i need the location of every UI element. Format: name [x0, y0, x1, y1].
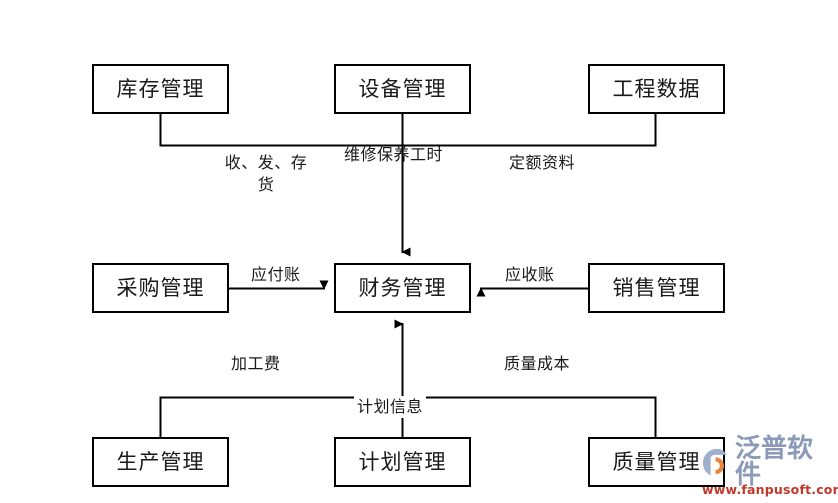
node-engineering-data[interactable]: 工程数据	[588, 64, 725, 114]
watermark-url: www.fanpusoft.com	[702, 482, 838, 497]
top-bus-line	[159, 113, 657, 147]
node-label: 设备管理	[358, 76, 447, 101]
edge-label-planning-to-finance: 计划信息	[354, 396, 427, 418]
node-purchase-management[interactable]: 采购管理	[92, 263, 229, 313]
node-quality-management[interactable]: 质量管理	[588, 437, 725, 487]
node-planning-management[interactable]: 计划管理	[334, 437, 471, 487]
node-label: 采购管理	[116, 275, 205, 300]
edge-label-engineering-to-finance: 定额资料	[509, 153, 576, 172]
node-finance-management[interactable]: 财务管理	[334, 263, 471, 313]
edge-label-quality-to-finance: 质量成本	[504, 354, 571, 373]
edge-label-sales-to-finance: 应收账	[505, 265, 555, 284]
edge-label-inventory-to-finance: 收、发、存货	[224, 153, 308, 194]
node-label: 工程数据	[612, 76, 701, 101]
edge-label-equipment-to-finance: 维修保养工时	[344, 145, 444, 164]
node-inventory-management[interactable]: 库存管理	[92, 64, 229, 114]
node-label: 生产管理	[116, 449, 205, 474]
node-label: 财务管理	[358, 275, 447, 300]
node-label: 质量管理	[612, 449, 701, 474]
edge-label-purchase-to-finance: 应付账	[251, 265, 301, 284]
node-equipment-management[interactable]: 设备管理	[334, 64, 471, 114]
node-sales-management[interactable]: 销售管理	[588, 263, 725, 313]
node-production-management[interactable]: 生产管理	[92, 437, 229, 487]
node-label: 计划管理	[358, 449, 447, 474]
node-label: 库存管理	[116, 76, 205, 101]
fanpu-logo-icon	[702, 448, 727, 476]
edge-label-production-to-finance: 加工费	[231, 354, 281, 373]
watermark-brand: 泛普软件	[735, 434, 814, 490]
watermark: 泛普软件 www.fanpusoft.com	[702, 436, 838, 501]
node-label: 销售管理	[612, 275, 701, 300]
